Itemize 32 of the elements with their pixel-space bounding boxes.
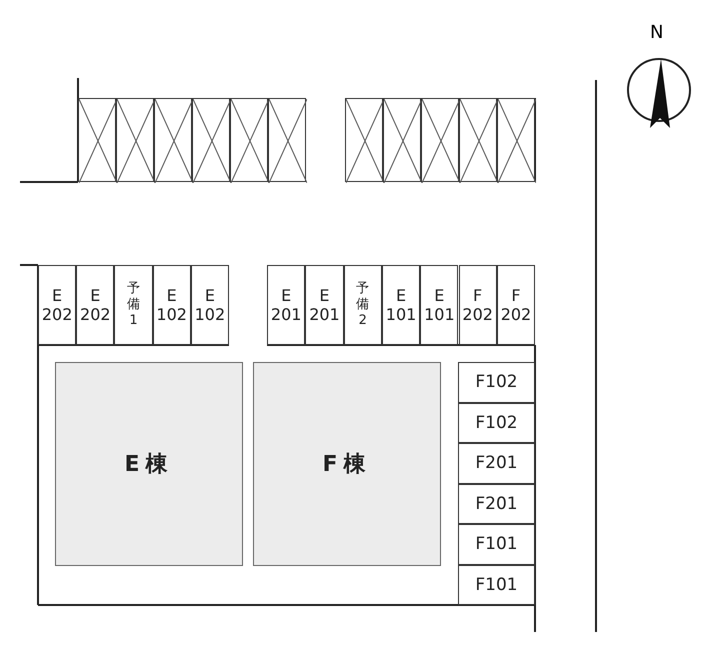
parking-space — [192, 98, 230, 182]
parking-space: E 202 — [76, 265, 114, 345]
parking-space: E 201 — [305, 265, 344, 345]
parking-space: F201 — [458, 443, 535, 484]
parking-space: F201 — [458, 484, 535, 524]
parking-space: E 102 — [190, 265, 229, 345]
parking-space — [116, 98, 154, 182]
parking-space: E 101 — [382, 265, 420, 345]
parking-space: E 201 — [267, 265, 306, 345]
parking-space: E 102 — [152, 265, 191, 345]
parking-space — [154, 98, 192, 182]
parking-space: F 202 — [458, 265, 497, 345]
parking-space — [497, 98, 535, 182]
parking-space: 予備2 — [344, 265, 382, 345]
parking-space — [383, 98, 421, 182]
parking-space — [78, 98, 116, 182]
north-label: N — [650, 22, 664, 43]
parking-space: E 202 — [38, 265, 76, 345]
parking-space: 予備1 — [114, 265, 153, 345]
parking-space — [268, 98, 306, 182]
parking-space: E 101 — [420, 265, 458, 345]
parking-space — [459, 98, 497, 182]
parking-space: F 202 — [496, 265, 536, 345]
parking-space: F101 — [458, 524, 535, 564]
parking-space — [345, 98, 383, 182]
parking-space — [421, 98, 459, 182]
parking-space: F102 — [458, 362, 535, 402]
parking-space: F101 — [458, 564, 535, 605]
building-block: E棟 — [55, 362, 243, 566]
parking-space — [230, 98, 268, 182]
parking-space: F102 — [458, 402, 535, 443]
building-block: F棟 — [253, 362, 441, 566]
